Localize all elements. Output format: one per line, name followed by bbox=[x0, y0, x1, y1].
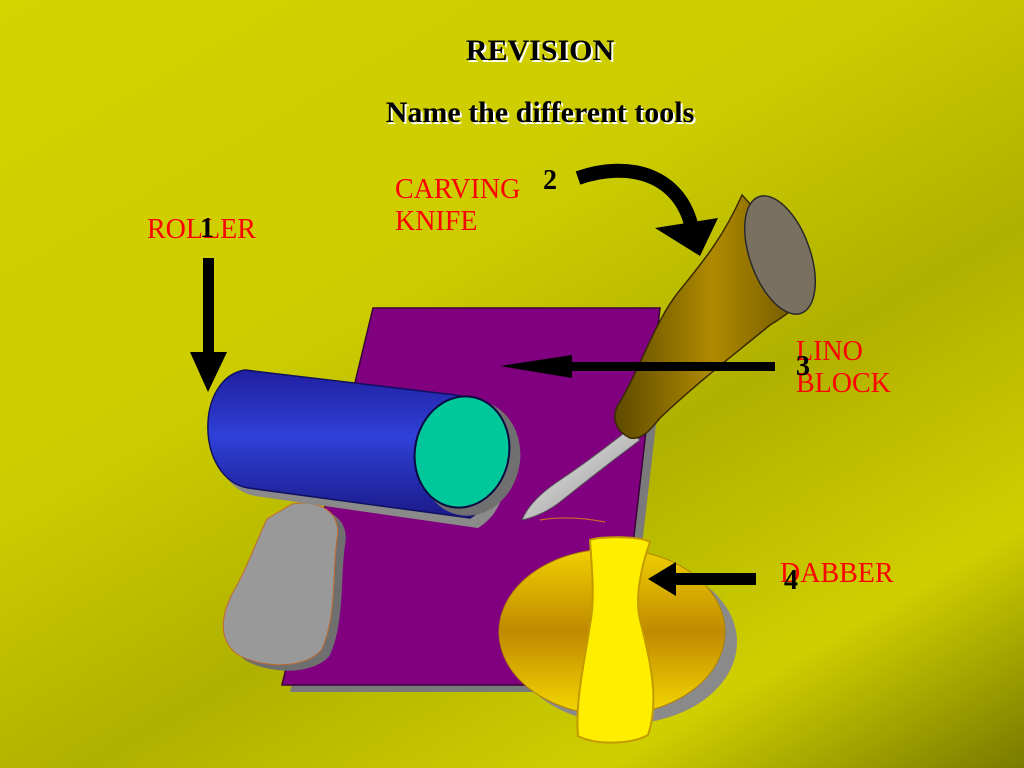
carving-knife bbox=[521, 193, 817, 521]
arrow-lino-block-icon bbox=[500, 355, 775, 378]
label-carving-knife: CARVING KNIFE bbox=[395, 174, 521, 237]
roller-handle bbox=[222, 502, 346, 671]
number-4: 4 bbox=[784, 565, 798, 596]
number-3: 3 bbox=[796, 351, 810, 382]
arrow-dabber-icon bbox=[648, 562, 756, 596]
arrow-carving-knife-icon bbox=[575, 163, 718, 256]
slide-subtitle: Name the different tools bbox=[385, 96, 695, 129]
roller bbox=[207, 369, 521, 528]
label-dabber: DABBER bbox=[780, 558, 894, 589]
slide-title: REVISION bbox=[465, 34, 615, 67]
label-lino-block: LINO BLOCK bbox=[796, 336, 891, 399]
number-1: 1 bbox=[200, 213, 214, 244]
label-roller: ROLLER bbox=[147, 214, 256, 245]
number-2: 2 bbox=[543, 165, 557, 196]
arrow-roller-icon bbox=[190, 258, 227, 392]
